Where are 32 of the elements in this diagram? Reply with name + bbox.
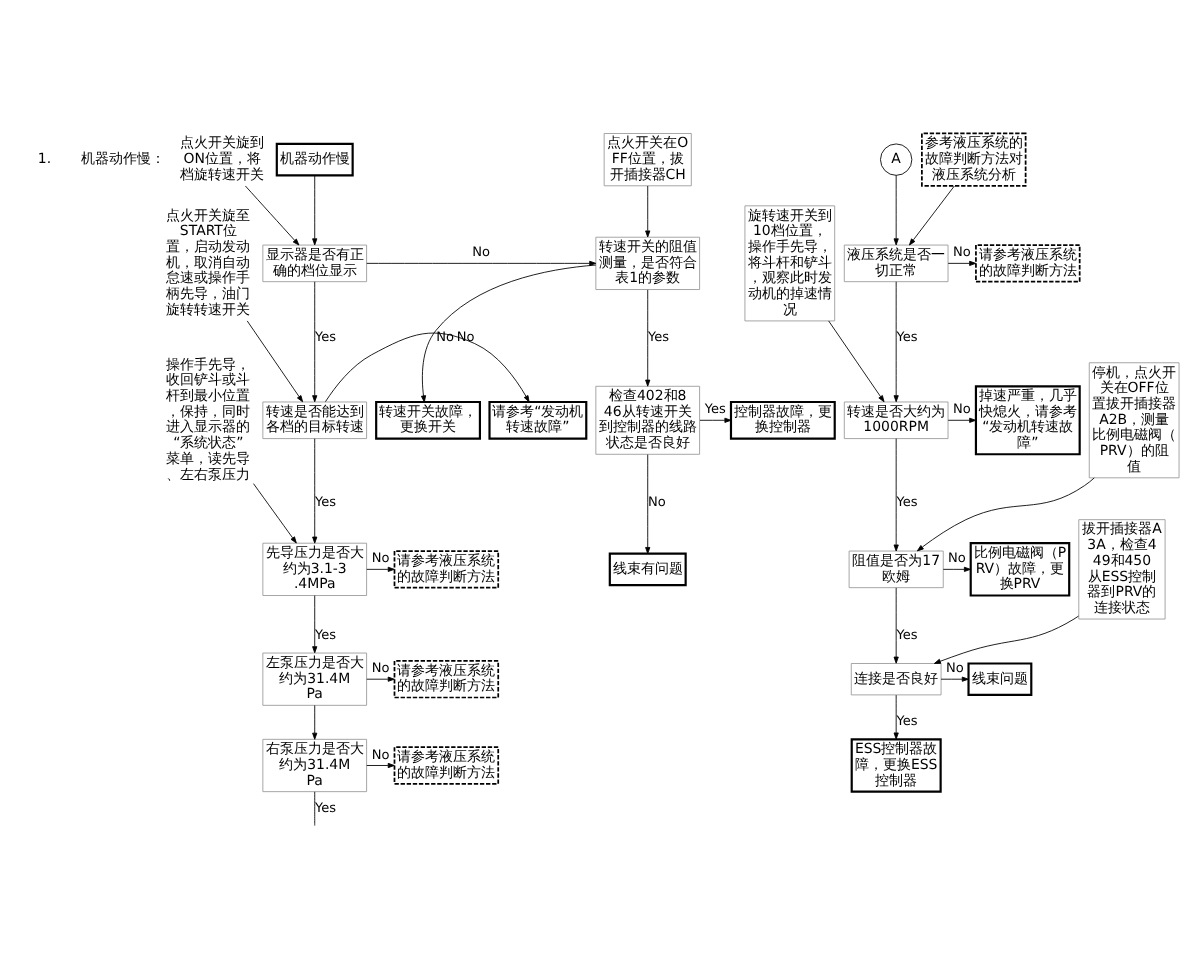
connector [314, 791, 316, 827]
arrow [947, 417, 977, 423]
arrow [312, 595, 318, 654]
arrow [942, 566, 971, 572]
arrow [645, 454, 651, 554]
arrow [312, 174, 318, 246]
arrow [893, 281, 899, 403]
arrow [366, 676, 395, 682]
arrow [253, 483, 297, 544]
arrow [312, 438, 318, 544]
arrow [933, 615, 1079, 664]
arrow [366, 566, 395, 572]
arrow [893, 438, 899, 552]
arrow [645, 185, 651, 238]
arrow [244, 185, 300, 246]
arrow [645, 289, 651, 387]
arrow [312, 281, 318, 403]
arrow [699, 417, 732, 423]
arrow [325, 332, 530, 403]
arrow [947, 260, 977, 266]
arrow [312, 705, 318, 740]
arrow [893, 174, 899, 246]
arrow [893, 694, 899, 740]
arrow [366, 762, 395, 769]
arrow [366, 260, 597, 266]
arrow [893, 587, 899, 664]
arrow [909, 185, 955, 246]
arrow [246, 320, 304, 403]
arrow [940, 676, 969, 682]
arrow [916, 477, 1095, 552]
arrow [420, 264, 597, 403]
arrow [828, 320, 885, 403]
